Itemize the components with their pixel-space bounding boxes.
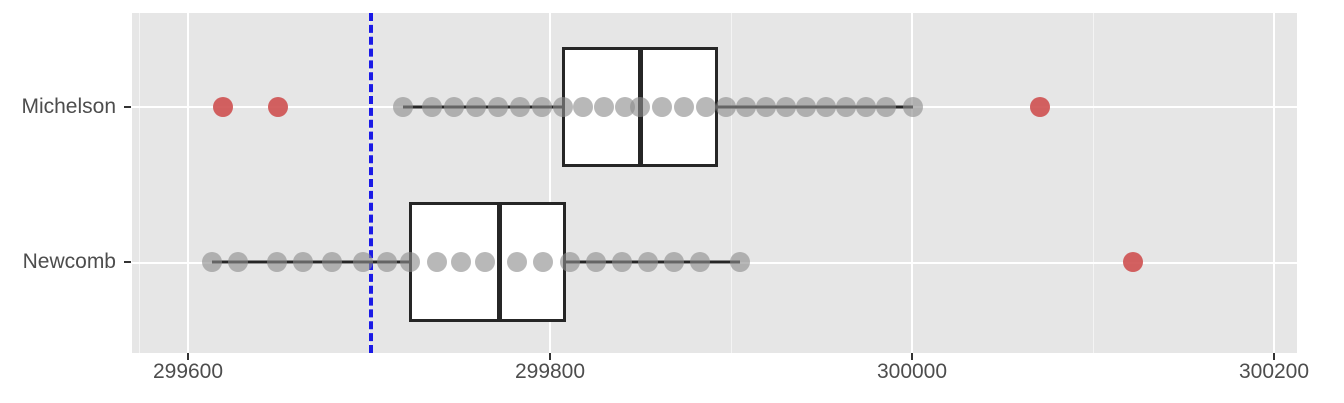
gridline-major-300000 — [911, 13, 913, 353]
data-point — [353, 252, 373, 272]
data-point — [400, 252, 420, 272]
data-point — [533, 252, 553, 272]
data-point — [696, 97, 716, 117]
data-point — [427, 252, 447, 272]
x-tick-label-300000: 300000 — [876, 360, 948, 383]
data-point — [856, 97, 876, 117]
gridline-major-299800 — [549, 13, 551, 353]
data-point — [876, 97, 896, 117]
data-point — [716, 97, 736, 117]
x-tick-mark-300200 — [1273, 353, 1275, 360]
reference-line-vertical — [369, 13, 373, 353]
x-tick-mark-300000 — [911, 353, 913, 360]
data-point — [836, 97, 856, 117]
x-tick-mark-299800 — [549, 353, 551, 360]
data-point — [507, 252, 527, 272]
data-point — [573, 97, 593, 117]
data-point — [612, 252, 632, 272]
data-point — [228, 252, 248, 272]
data-point — [730, 252, 750, 272]
data-point — [776, 97, 796, 117]
x-tick-label-300200: 300200 — [1238, 360, 1310, 383]
data-point — [638, 252, 658, 272]
data-point — [756, 97, 776, 117]
median-newcomb — [497, 202, 502, 322]
data-point — [594, 97, 614, 117]
gridline-minor-300100 — [1093, 13, 1094, 353]
x-tick-label-299600: 299600 — [152, 360, 224, 383]
data-point — [690, 252, 710, 272]
data-point — [267, 252, 287, 272]
data-point — [466, 97, 486, 117]
data-point — [630, 97, 650, 117]
data-point — [532, 97, 552, 117]
gridline-major-299600 — [187, 13, 189, 353]
x-tick-mark-299600 — [187, 353, 189, 360]
y-tick-label-michelson: Michelson — [21, 95, 116, 118]
data-point — [422, 97, 442, 117]
data-point — [816, 97, 836, 117]
data-point — [553, 97, 573, 117]
gridline-minor-299500 — [139, 13, 140, 353]
y-tick-mark-michelson — [124, 106, 131, 108]
gridline-minor-299900 — [731, 13, 732, 353]
data-point — [510, 97, 530, 117]
data-point — [736, 97, 756, 117]
data-point — [903, 97, 923, 117]
gridline-major-300200 — [1273, 13, 1275, 353]
data-point — [293, 252, 313, 272]
data-point-outlier — [1030, 97, 1050, 117]
data-point — [796, 97, 816, 117]
data-point — [586, 252, 606, 272]
x-tick-label-299800: 299800 — [514, 360, 586, 383]
data-point — [475, 252, 495, 272]
data-point — [652, 97, 672, 117]
data-point — [393, 97, 413, 117]
data-point — [444, 97, 464, 117]
data-point-outlier — [268, 97, 288, 117]
data-point — [451, 252, 471, 272]
data-point — [202, 252, 222, 272]
data-point — [488, 97, 508, 117]
data-point — [674, 97, 694, 117]
y-tick-label-newcomb: Newcomb — [22, 250, 116, 273]
data-point — [664, 252, 684, 272]
data-point-outlier — [213, 97, 233, 117]
data-point — [322, 252, 342, 272]
data-point — [377, 252, 397, 272]
data-point-outlier — [1123, 252, 1143, 272]
y-tick-mark-newcomb — [124, 261, 131, 263]
data-point — [560, 252, 580, 272]
